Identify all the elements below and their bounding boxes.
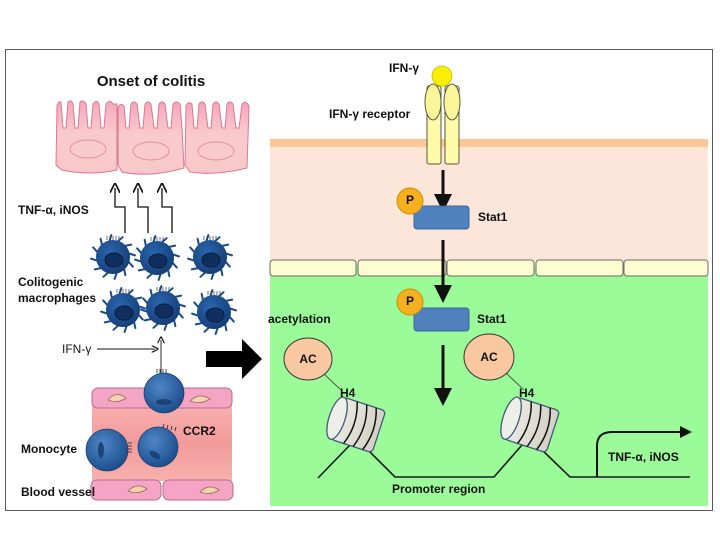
- cell-diagram: [269, 65, 709, 506]
- ac-right-label: AC: [480, 350, 498, 364]
- left-ifn-label: IFN-γ: [62, 342, 92, 356]
- macrophages-label-line2: macrophages: [18, 291, 97, 305]
- ac-left-label: AC: [299, 352, 317, 366]
- nuclear-envelope: [269, 259, 709, 277]
- left-cytokines-label: TNF-α, iNOS: [18, 203, 89, 217]
- monocyte-upper: [143, 369, 185, 414]
- stat1-cytoplasm: [413, 205, 470, 230]
- epithelial-cell-1: [55, 100, 118, 174]
- stat1-nucleus: [413, 307, 470, 332]
- cytokine-arrows: [115, 188, 173, 233]
- monocyte-label: Monocyte: [21, 442, 78, 456]
- promoter-region-label: Promoter region: [392, 482, 486, 496]
- acetyl-group-left: [283, 337, 333, 381]
- macrophages-label: Colitogenic macrophages: [18, 274, 96, 306]
- ifn-gamma-ligand: [431, 65, 453, 87]
- acetyl-link-left: [323, 373, 342, 391]
- nucleosome-right: [500, 396, 560, 453]
- phospho-label-cytoplasm: P: [405, 193, 415, 207]
- h4-right-label: H4: [519, 386, 535, 400]
- phospho-nucleus: [396, 288, 424, 316]
- macrophage: [187, 234, 233, 280]
- ifn-gamma-receptor: [424, 83, 461, 165]
- monocyte-center: [137, 423, 179, 468]
- ccr2-label: CCR2: [183, 424, 216, 438]
- h4-left-label: H4: [340, 386, 356, 400]
- blood-vessel-label: Blood vessel: [21, 485, 96, 499]
- stat1-nucleus-label: Stat1: [477, 312, 507, 326]
- phospho-cytoplasm: [396, 187, 424, 215]
- macrophage: [140, 285, 186, 331]
- vessel-wall-bottom-left: [90, 479, 162, 501]
- big-transition-arrow: [206, 339, 262, 379]
- macrophage-cluster: [90, 234, 237, 335]
- nucleus-region: [270, 266, 708, 506]
- epithelial-layer: [55, 100, 250, 175]
- macrophages-label-line1: Colitogenic: [18, 275, 84, 289]
- cell-membrane: [270, 139, 708, 147]
- acetyl-group-right: [463, 333, 515, 381]
- macrophage: [100, 287, 146, 333]
- macrophage: [90, 234, 136, 280]
- ifn-ligand-label: IFN-γ: [389, 61, 419, 75]
- nucleosome-left: [326, 396, 386, 453]
- transcription-arrow: [596, 426, 692, 477]
- vessel-wall-bottom-right: [162, 479, 234, 501]
- stat1-cytoplasm-label: Stat1: [478, 210, 508, 224]
- acetyl-link-right: [505, 372, 525, 391]
- gene-products-label: TNF-α, iNOS: [608, 450, 679, 464]
- epithelial-cell-3: [184, 101, 250, 174]
- macrophage: [134, 235, 180, 281]
- cytoplasm-region: [270, 139, 708, 267]
- acetylation-label: acetylation: [268, 312, 331, 326]
- ifn-receptor-label: IFN-γ receptor: [329, 107, 411, 121]
- phospho-label-nucleus: P: [405, 294, 415, 308]
- figure-title: Onset of colitis: [96, 73, 206, 90]
- monocyte-left: [85, 428, 132, 472]
- epithelial-cell-2: [117, 101, 185, 175]
- macrophage: [191, 289, 237, 335]
